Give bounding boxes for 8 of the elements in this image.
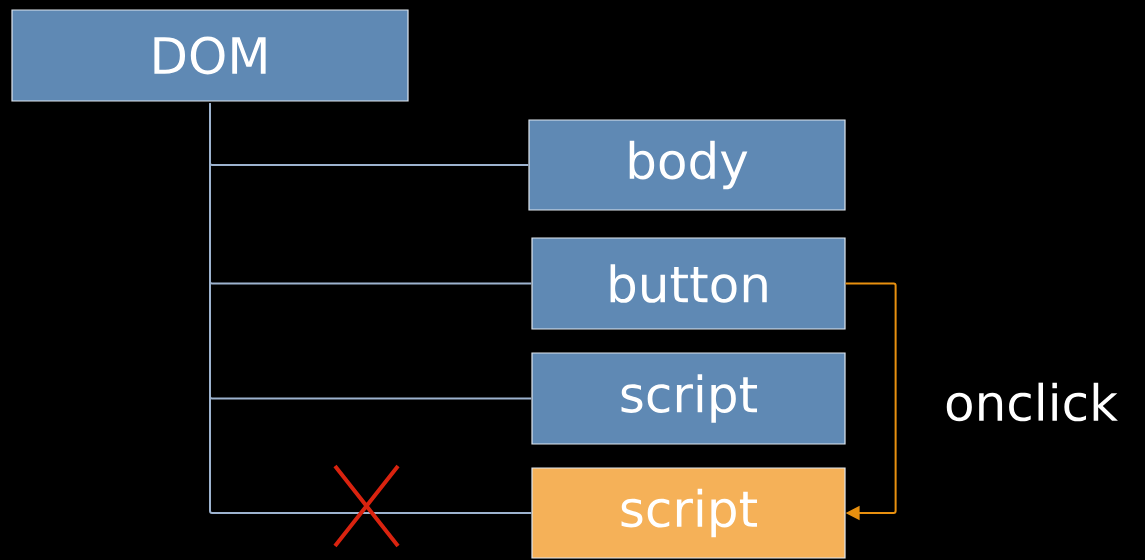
- tree-node-box: script: [531, 352, 846, 445]
- tree-node-box: DOM: [11, 9, 409, 102]
- connector: [844, 282, 897, 521]
- edge-label: onclick: [942, 380, 1120, 424]
- tree-node-box: script: [531, 467, 846, 559]
- connector: [209, 102, 533, 514]
- tree-node-box: button: [531, 237, 846, 330]
- tree-node-box: body: [528, 119, 846, 211]
